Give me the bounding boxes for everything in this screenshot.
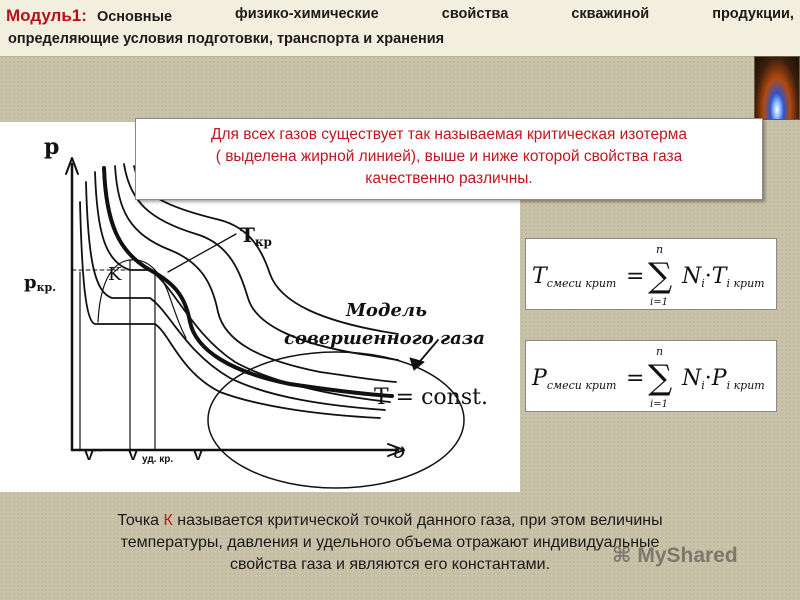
tcr-label: Tкр (240, 223, 272, 249)
slide-header: Модуль1: Основные физико-химические свойс… (0, 0, 800, 57)
y-axis-arrow (65, 157, 79, 175)
formula2-sum-sign: ∑ (648, 358, 672, 398)
critical-point-k: К (163, 512, 173, 529)
header-word-4: скважиной (571, 6, 650, 22)
header-word-5: продукции, (712, 6, 794, 22)
x-axis-arrow (387, 443, 405, 457)
bottom-line-1: Точка К называется критической точкой да… (117, 512, 663, 529)
formula1-lhs: Tсмеси крит (532, 264, 616, 290)
p-critical-label: pкр. (24, 272, 56, 294)
header-word-1: Основные (96, 9, 173, 25)
isotherm-below-critical (94, 171, 391, 403)
x-axis-label: υ (392, 439, 405, 464)
formula2-lhs: Pсмеси крит (531, 366, 616, 392)
formula1-sum-top: n (656, 243, 663, 256)
v-vapor-label: V´ (193, 447, 208, 464)
critical-point-label: K (108, 264, 122, 285)
header-title-line1: Модуль1: Основные физико-химические свойс… (6, 6, 794, 26)
note-line-3: качественно различны. (365, 170, 533, 187)
isotherm-low-1 (79, 201, 381, 419)
formula1-sum-bottom: i=1 (650, 297, 668, 308)
formula1-term: Ni·Ti крит (681, 264, 765, 290)
formula2-equals: = (626, 366, 644, 391)
bottom-line-3: свойства газа и являются его константами… (229, 556, 551, 573)
critical-isotherm-note: Для всех газов существует так называемая… (135, 118, 763, 200)
isotherm-high-2 (123, 163, 399, 361)
module-label: Модуль1: (6, 6, 87, 25)
isotherm-high-3 (133, 165, 399, 335)
tcr-pointer (167, 233, 237, 273)
watermark: ⌘ MyShared (612, 544, 738, 567)
formula-p-critical-mix: Pсмеси крит = n ∑ i=1 Ni·Pi крит (525, 340, 777, 412)
ideal-gas-label-1: Модель (345, 300, 427, 321)
header-title-line2: определяющие условия подготовки, транспо… (8, 31, 445, 47)
formula2-sum-top: n (656, 345, 663, 358)
watermark-icon: ⌘ (612, 544, 632, 567)
header-word-2: физико-химические (235, 6, 379, 22)
header-word-3: свойства (441, 6, 509, 22)
note-line-2: ( выделена жирной линией), выше и ниже к… (215, 148, 683, 165)
v-liquid-label: V´´ (84, 447, 104, 464)
ideal-gas-label-2: совершенного газа (284, 328, 485, 349)
critical-point-description: Точка К называется критической точкой да… (20, 510, 760, 576)
formula1-sum-sign: ∑ (648, 256, 672, 296)
bottom-line-2: температуры, давления и удельного объема… (120, 534, 660, 551)
saturation-dome (97, 259, 187, 339)
note-line-1: Для всех газов существует так называемая… (211, 126, 687, 143)
formula2-sum-bottom: i=1 (650, 399, 668, 410)
formula-t-critical-mix: Tсмеси крит = n ∑ i=1 Ni·Ti крит (525, 238, 777, 310)
critical-isotherm (102, 166, 394, 398)
ideal-gas-ellipse (207, 351, 465, 489)
isotherm-high-1 (114, 165, 397, 383)
formula2-term: Ni·Pi крит (681, 366, 765, 392)
formula1-equals: = (626, 264, 644, 289)
ideal-gas-arrowhead (409, 357, 425, 371)
isotherm-label: T = const. (374, 385, 488, 410)
gas-flame-image (754, 56, 800, 120)
y-axis-label: p (44, 134, 59, 160)
pv-diagram: p υ pкр. K Tкр Модель совершенного газа … (24, 134, 488, 489)
isotherm-low-2 (85, 181, 386, 411)
